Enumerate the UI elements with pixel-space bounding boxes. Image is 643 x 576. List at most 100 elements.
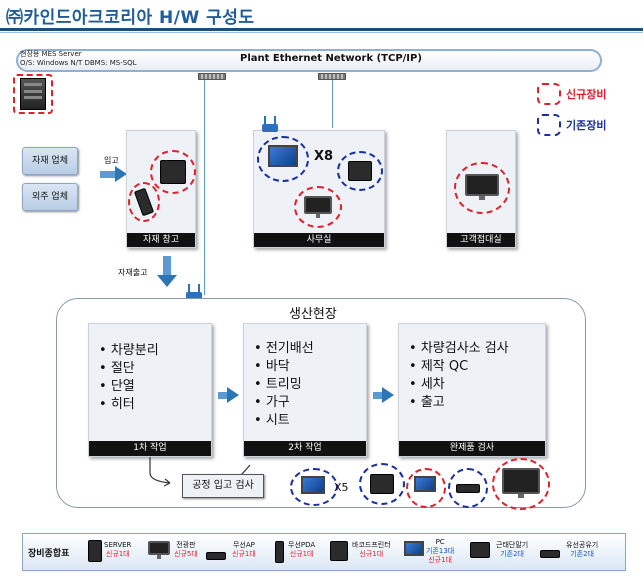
flow-arrow-icon — [227, 387, 239, 403]
stage-1-item: 차량분리 — [99, 342, 159, 360]
summary-item-ap: 무선AP 신규1대 — [232, 541, 256, 559]
wireless-ap-icon — [186, 284, 202, 300]
prod-attendance-existing-frame — [359, 463, 405, 505]
office-pc-multiplier: X8 — [314, 149, 334, 164]
stage-3-item: 차량검사소 검사 — [409, 340, 509, 358]
network-drop-line — [332, 80, 333, 128]
attendance-terminal-icon — [370, 474, 394, 494]
office-pc-existing-frame — [257, 136, 309, 182]
stage-1-item: 단열 — [99, 378, 159, 396]
summary-item-attendance: 근태단말기 기존2대 — [496, 541, 528, 559]
summary-item-name: 근태단말기 — [496, 541, 529, 549]
stage-2-list: 전기배선 바닥 트리밍 가구 시트 — [254, 340, 314, 430]
reception-display-new-frame — [454, 162, 510, 214]
pc-icon — [301, 476, 325, 494]
server-info-line2: O/S: Windows N/T DBMS: MS-SQL — [20, 59, 137, 67]
legend-existing-swatch — [537, 114, 561, 136]
wireless-ap-icon — [206, 552, 226, 560]
attendance-terminal-icon — [348, 161, 372, 181]
stage-3-item: 세차 — [409, 376, 509, 394]
server-icon — [88, 540, 102, 562]
summary-item-server: SERVER 신규1대 — [104, 541, 131, 559]
supplier-outsourced: 외주 업체 — [22, 183, 78, 211]
summary-item-name: PC — [435, 538, 445, 546]
inspection-box: 공정 입고 검사 — [182, 474, 264, 498]
router-icon — [456, 484, 480, 493]
attendance-existing-frame — [337, 151, 383, 191]
stage-3-box: 차량검사소 검사 제작 QC 세차 출고 완제품 검사 — [398, 323, 546, 457]
supplier-material: 자재 업체 — [22, 147, 78, 175]
summary-item-name: 무선PDA — [288, 541, 316, 549]
network-bar — [16, 49, 602, 72]
summary-item-status: 신규1대 — [289, 550, 314, 558]
network-switch-icon — [318, 73, 346, 80]
title-underline — [0, 28, 643, 31]
wireless-ap-icon — [262, 116, 278, 132]
summary-item-status: 기존2대 — [570, 550, 594, 558]
server-new-frame — [13, 74, 53, 114]
summary-item-router: 유선공유기 기존2대 — [566, 541, 598, 559]
stage-3-item: 제작 QC — [409, 358, 509, 376]
display-board-icon — [502, 468, 540, 498]
barcode-printer-icon — [160, 160, 186, 184]
router-existing-frame — [448, 468, 488, 508]
summary-item-status: 신규1대 — [232, 550, 256, 558]
summary-item-status: 신규5대 — [174, 550, 198, 558]
prod-pc-existing-frame — [290, 468, 338, 506]
stage-2-item: 바닥 — [254, 358, 314, 376]
inbound-label: 입고 — [104, 156, 119, 165]
network-switch-icon — [198, 73, 226, 80]
legend-new-label: 신규장비 — [566, 88, 607, 101]
stage-1-item: 절단 — [99, 360, 159, 378]
flow-arrow-icon — [382, 387, 394, 403]
stage-1-list: 차량분리 절단 단열 히터 — [99, 342, 159, 414]
stage-2-box: 전기배선 바닥 트리밍 가구 시트 2차 작업 — [243, 323, 367, 457]
office-display-new-frame — [294, 186, 342, 228]
room-reception-label: 고객접대실 — [447, 233, 515, 247]
legend-existing-label: 기존장비 — [566, 119, 607, 132]
summary-item-status-new: 신규1대 — [428, 556, 452, 564]
stage-3-label: 완제품 검사 — [399, 441, 545, 456]
stage-2-item: 전기배선 — [254, 340, 314, 358]
flow-arrow-shaft — [373, 392, 383, 399]
legend-new-swatch — [537, 83, 561, 105]
prod-pc-new-frame — [406, 468, 446, 508]
room-warehouse-label: 자재 창고 — [127, 233, 195, 247]
stage-2-item: 가구 — [254, 394, 314, 412]
flow-arrow-shaft — [218, 392, 228, 399]
release-label: 자재출고 — [118, 268, 148, 277]
summary-item-status: 신규1대 — [359, 550, 384, 558]
room-office-label: 사무실 — [254, 233, 384, 247]
page-title: ㈜카인드아크코리아 H/W 구성도 — [6, 8, 255, 28]
stage-3-list: 차량검사소 검사 제작 QC 세차 출고 — [409, 340, 509, 412]
summary-item-status: 신규1대 — [105, 550, 130, 558]
display-board-icon — [304, 196, 332, 218]
network-drop-line — [204, 80, 205, 295]
summary-item-status: 기존13대 — [426, 547, 455, 555]
inbound-arrow-icon — [115, 166, 127, 182]
stage-1-item: 히터 — [99, 396, 159, 414]
stage-2-item: 시트 — [254, 412, 314, 430]
pc-icon — [268, 145, 298, 167]
summary-item-printer: 바코드프린터 신규1대 — [352, 541, 391, 559]
stage-2-label: 2차 작업 — [244, 441, 366, 456]
summary-item-status: 기존2대 — [500, 550, 524, 558]
prod-display-new-frame — [492, 458, 550, 510]
summary-item-pda: 무선PDA 신규1대 — [288, 541, 315, 559]
summary-item-name: 무선AP — [232, 541, 255, 549]
stage-1-label: 1차 작업 — [89, 441, 211, 456]
title-underline-thin — [0, 32, 643, 33]
server-icon — [20, 78, 46, 110]
summary-item-pc: PC 기존13대 신규1대 — [426, 538, 454, 565]
barcode-printer-icon — [330, 541, 348, 561]
summary-item-display: 전광판 신규5대 — [174, 541, 198, 559]
inbound-arrow-shaft — [100, 171, 116, 178]
summary-item-name: 유선공유기 — [566, 541, 599, 549]
release-arrow-shaft — [163, 256, 171, 276]
stage-3-item: 출고 — [409, 394, 509, 412]
stage-1-box: 차량분리 절단 단열 히터 1차 작업 — [88, 323, 212, 457]
summary-item-name: 바코드프린터 — [352, 541, 391, 549]
release-arrow-icon — [157, 275, 177, 287]
summary-item-name: 전광판 — [176, 541, 196, 549]
stage-2-item: 트리밍 — [254, 376, 314, 394]
